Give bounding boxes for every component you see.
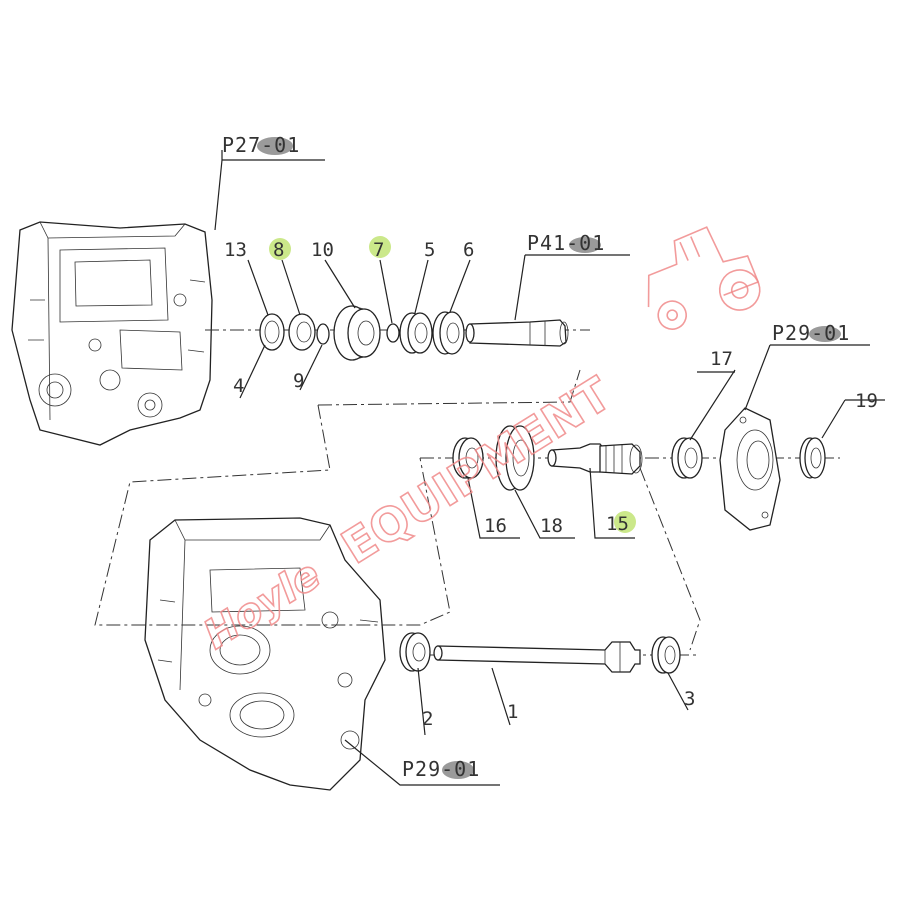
ref-label-p29-bottom: P29-01: [402, 757, 480, 781]
watermark: EQUIPMENT Hoyle: [195, 226, 761, 659]
part-16-bearing: [452, 437, 484, 479]
part-5-bearing: [399, 312, 433, 354]
part-7-ring: [386, 323, 400, 343]
part-8-bearing: [288, 313, 316, 351]
callout-13: 13: [224, 239, 247, 261]
ref-label-p27: P27-01: [222, 133, 300, 157]
reference-labels: P27-01 P41-01 P29-01 P29-01: [222, 133, 850, 781]
callout-1: 1: [507, 701, 518, 723]
housing-bottom: [144, 517, 386, 791]
ref-label-p41: P41-01: [527, 231, 605, 255]
tractor-icon: [647, 226, 761, 330]
callout-15: 15: [606, 513, 629, 535]
part-19-seal: [799, 437, 826, 479]
callout-8: 8: [273, 239, 284, 261]
part-1-shaft: [433, 641, 641, 673]
callout-7: 7: [373, 239, 384, 261]
callout-10: 10: [311, 239, 334, 261]
callout-16: 16: [484, 515, 507, 537]
part-3-bearing: [651, 636, 681, 674]
callout-6: 6: [463, 239, 474, 261]
part-17-bearing: [671, 437, 703, 479]
watermark-text-top: EQUIPMENT: [332, 366, 620, 574]
part-10-gear: [333, 305, 381, 361]
part-shaft-p41: [465, 319, 569, 347]
leader-lines: [214, 150, 885, 786]
part-6-bearing: [432, 311, 465, 355]
ref-label-p29-right: P29-01: [772, 321, 850, 345]
callout-19: 19: [855, 390, 878, 412]
housing-top-left: [11, 221, 213, 446]
part-4-seal: [259, 313, 285, 351]
callout-2: 2: [422, 708, 433, 730]
callout-5: 5: [424, 239, 435, 261]
part-9-ring: [316, 323, 330, 345]
part-cover-p29: [719, 407, 781, 531]
callout-17: 17: [710, 348, 733, 370]
callout-4: 4: [233, 375, 244, 397]
part-15-gear-shaft: [547, 443, 643, 475]
callout-9: 9: [293, 370, 304, 392]
callout-18: 18: [540, 515, 563, 537]
callout-numbers: 13 8 10 7 5 6 4 9 17 19 16 18 15 2 1 3: [224, 236, 878, 730]
callout-3: 3: [684, 688, 695, 710]
part-18-bearing: [495, 425, 535, 491]
part-2-bearing: [399, 632, 431, 672]
